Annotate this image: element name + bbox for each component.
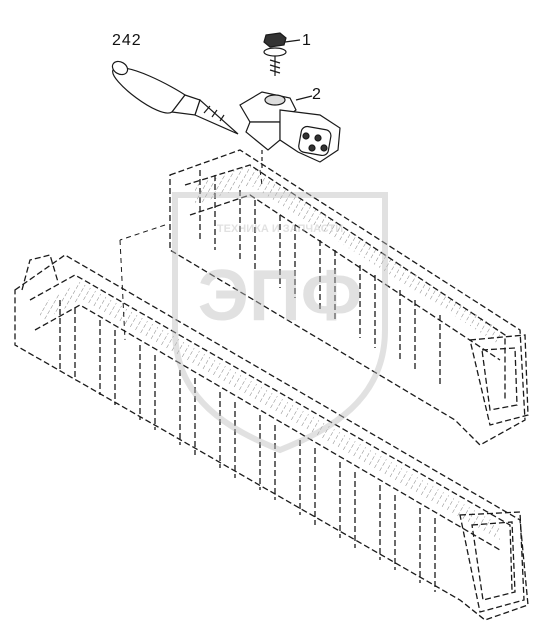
bolt-icon	[263, 32, 301, 76]
watermark-tagline: ТЕХНИКА И ЗАПЧАСТИ	[217, 223, 343, 235]
callout-1: 1	[302, 32, 312, 49]
leader-lines-icon	[119, 169, 263, 341]
callout-242: 242	[112, 32, 142, 49]
upper-manifold-icon	[169, 149, 529, 446]
watermark-logo-icon: ЭПФ ТЕХНИКА И ЗАПЧАСТИ	[172, 192, 388, 454]
sealant-tube-icon	[111, 60, 239, 135]
pressure-sensor-icon	[239, 91, 341, 170]
lower-manifold-icon	[14, 254, 529, 621]
callout-2: 2	[312, 86, 322, 103]
watermark-brand: ЭПФ	[198, 256, 362, 336]
gasket-detail-icon	[40, 165, 500, 540]
